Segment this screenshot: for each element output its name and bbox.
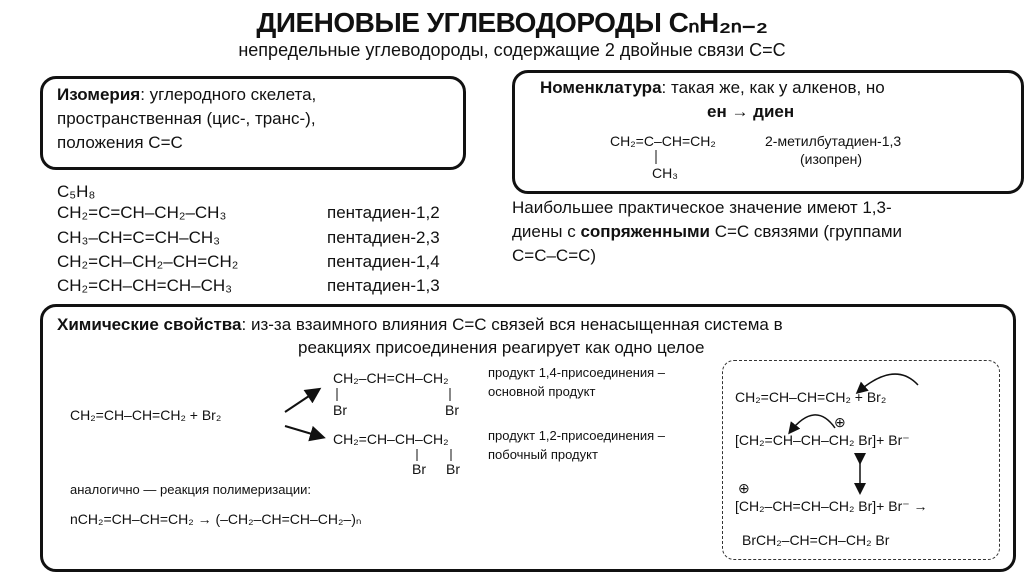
chemical-line-1: Химические свойства: из-за взаимного вли… [57,315,783,335]
isomerism-line-1: Изомерия: углеродного скелета, [57,85,316,105]
electron-arrow-2 [788,414,836,435]
analog-text: аналогично — реакция полимеризации: [70,482,312,497]
desc-12-line-2: побочный продукт [488,447,598,462]
nomenclature-line: Номенклатура: такая же, как у алкенов, н… [540,78,885,98]
isomer-formula: C₅H₈ [57,182,96,201]
electron-arrow-1 [855,373,919,394]
isomer-3-name: пентадиен-1,4 [327,252,440,271]
product-12-br-1: Br [412,461,426,477]
isomerism-box [40,76,466,170]
polymer-equation: nCH₂=CH–CH=CH₂ → (–CH₂–CH=CH–CH₂–)ₙ [70,511,362,527]
reactant: CH₂=CH–CH=CH₂ + Br₂ [70,407,222,423]
arrow-to-12 [284,425,326,442]
desc-14-line-1: продукт 1,4-присоединения – [488,365,666,380]
mechanism-box [722,360,1000,560]
cation-plus-1: ⊕ [834,414,846,430]
isomer-1-name: пентадиен-1,2 [327,203,440,222]
isomer-4-name: пентадиен-1,3 [327,276,440,295]
isomer-2-formula: CH₃–CH=C=CH–CH₃ [57,228,221,247]
cation-plus-2: ⊕ [738,480,750,496]
isomer-4-formula: CH₂=CH–CH=CH–CH₃ [57,276,233,295]
mechanism-step-1: CH₂=CH–CH=CH₂ + Br₂ [735,389,887,405]
isoprene-name: 2-метилбутадиен-1,3 [765,133,902,149]
desc-14-line-2: основной продукт [488,384,596,399]
page-title: ДИЕНОВЫЕ УГЛЕВОДОРОДЫ CₙH₂ₙ₋₂ [256,7,768,38]
practical-bold: сопряженными [580,222,710,241]
isoprene-trivial: (изопрен) [800,151,863,167]
practical-text-a: диены с [512,222,581,241]
isoprene-branch: CH₃ [652,165,678,181]
nomenclature-rule: ен → диен [707,102,795,121]
chemical-box [40,304,1016,572]
practical-text-c: C=C связями (группами [710,222,903,241]
isomerism-line-2: пространственная (цис-, транс-), [57,109,316,128]
product-14-br-2: Br [445,402,459,418]
product-12-br-2: Br [446,461,460,477]
nomenclature-box [512,70,1024,194]
practical-line-1: Наибольшее практическое значение имеют 1… [512,198,892,217]
chemical-label: Химические свойства [57,315,242,334]
isomerism-text: : углеродного скелета, [140,85,317,104]
nomenclature-label: Номенклатура [540,78,662,97]
isomerism-label: Изомерия [57,85,141,104]
desc-12-line-1: продукт 1,2-присоединения – [488,428,666,443]
mechanism-step-3: [CH₂–CH=CH–CH₂ Br]+ Br⁻ → [735,498,928,514]
practical-line-2: диены с сопряженными C=C связями (группа… [512,222,902,242]
arrow-to-14 [284,387,322,413]
isomer-1-formula: CH₂=C=CH–CH₂–CH₃ [57,203,227,222]
isomer-2-name: пентадиен-2,3 [327,228,440,247]
mechanism-product: BrCH₂–CH=CH–CH₂ Br [742,532,890,548]
mechanism-step-2: [CH₂=CH–CH–CH₂ Br]+ Br⁻ [735,432,910,448]
isoprene-formula: CH₂=C–CH=CH₂ [610,133,716,149]
chemical-line-2: реакциях присоединения реагирует как одн… [298,338,705,357]
isomer-3-formula: CH₂=CH–CH₂–CH=CH₂ [57,252,239,271]
isomerism-line-3: положения C=C [57,133,183,152]
practical-line-3: C=C–C=C) [512,246,597,265]
product-14: CH₂–CH=CH–CH₂ [333,370,449,386]
product-12: CH₂=CH–CH–CH₂ [333,431,449,447]
nomenclature-text: : такая же, как у алкенов, но [661,78,885,97]
chemical-text: : из-за взаимного влияния C=C связей вся… [241,315,783,334]
product-14-br-1: Br [333,402,347,418]
page-subtitle: непредельные углеводороды, содержащие 2 … [238,40,786,60]
